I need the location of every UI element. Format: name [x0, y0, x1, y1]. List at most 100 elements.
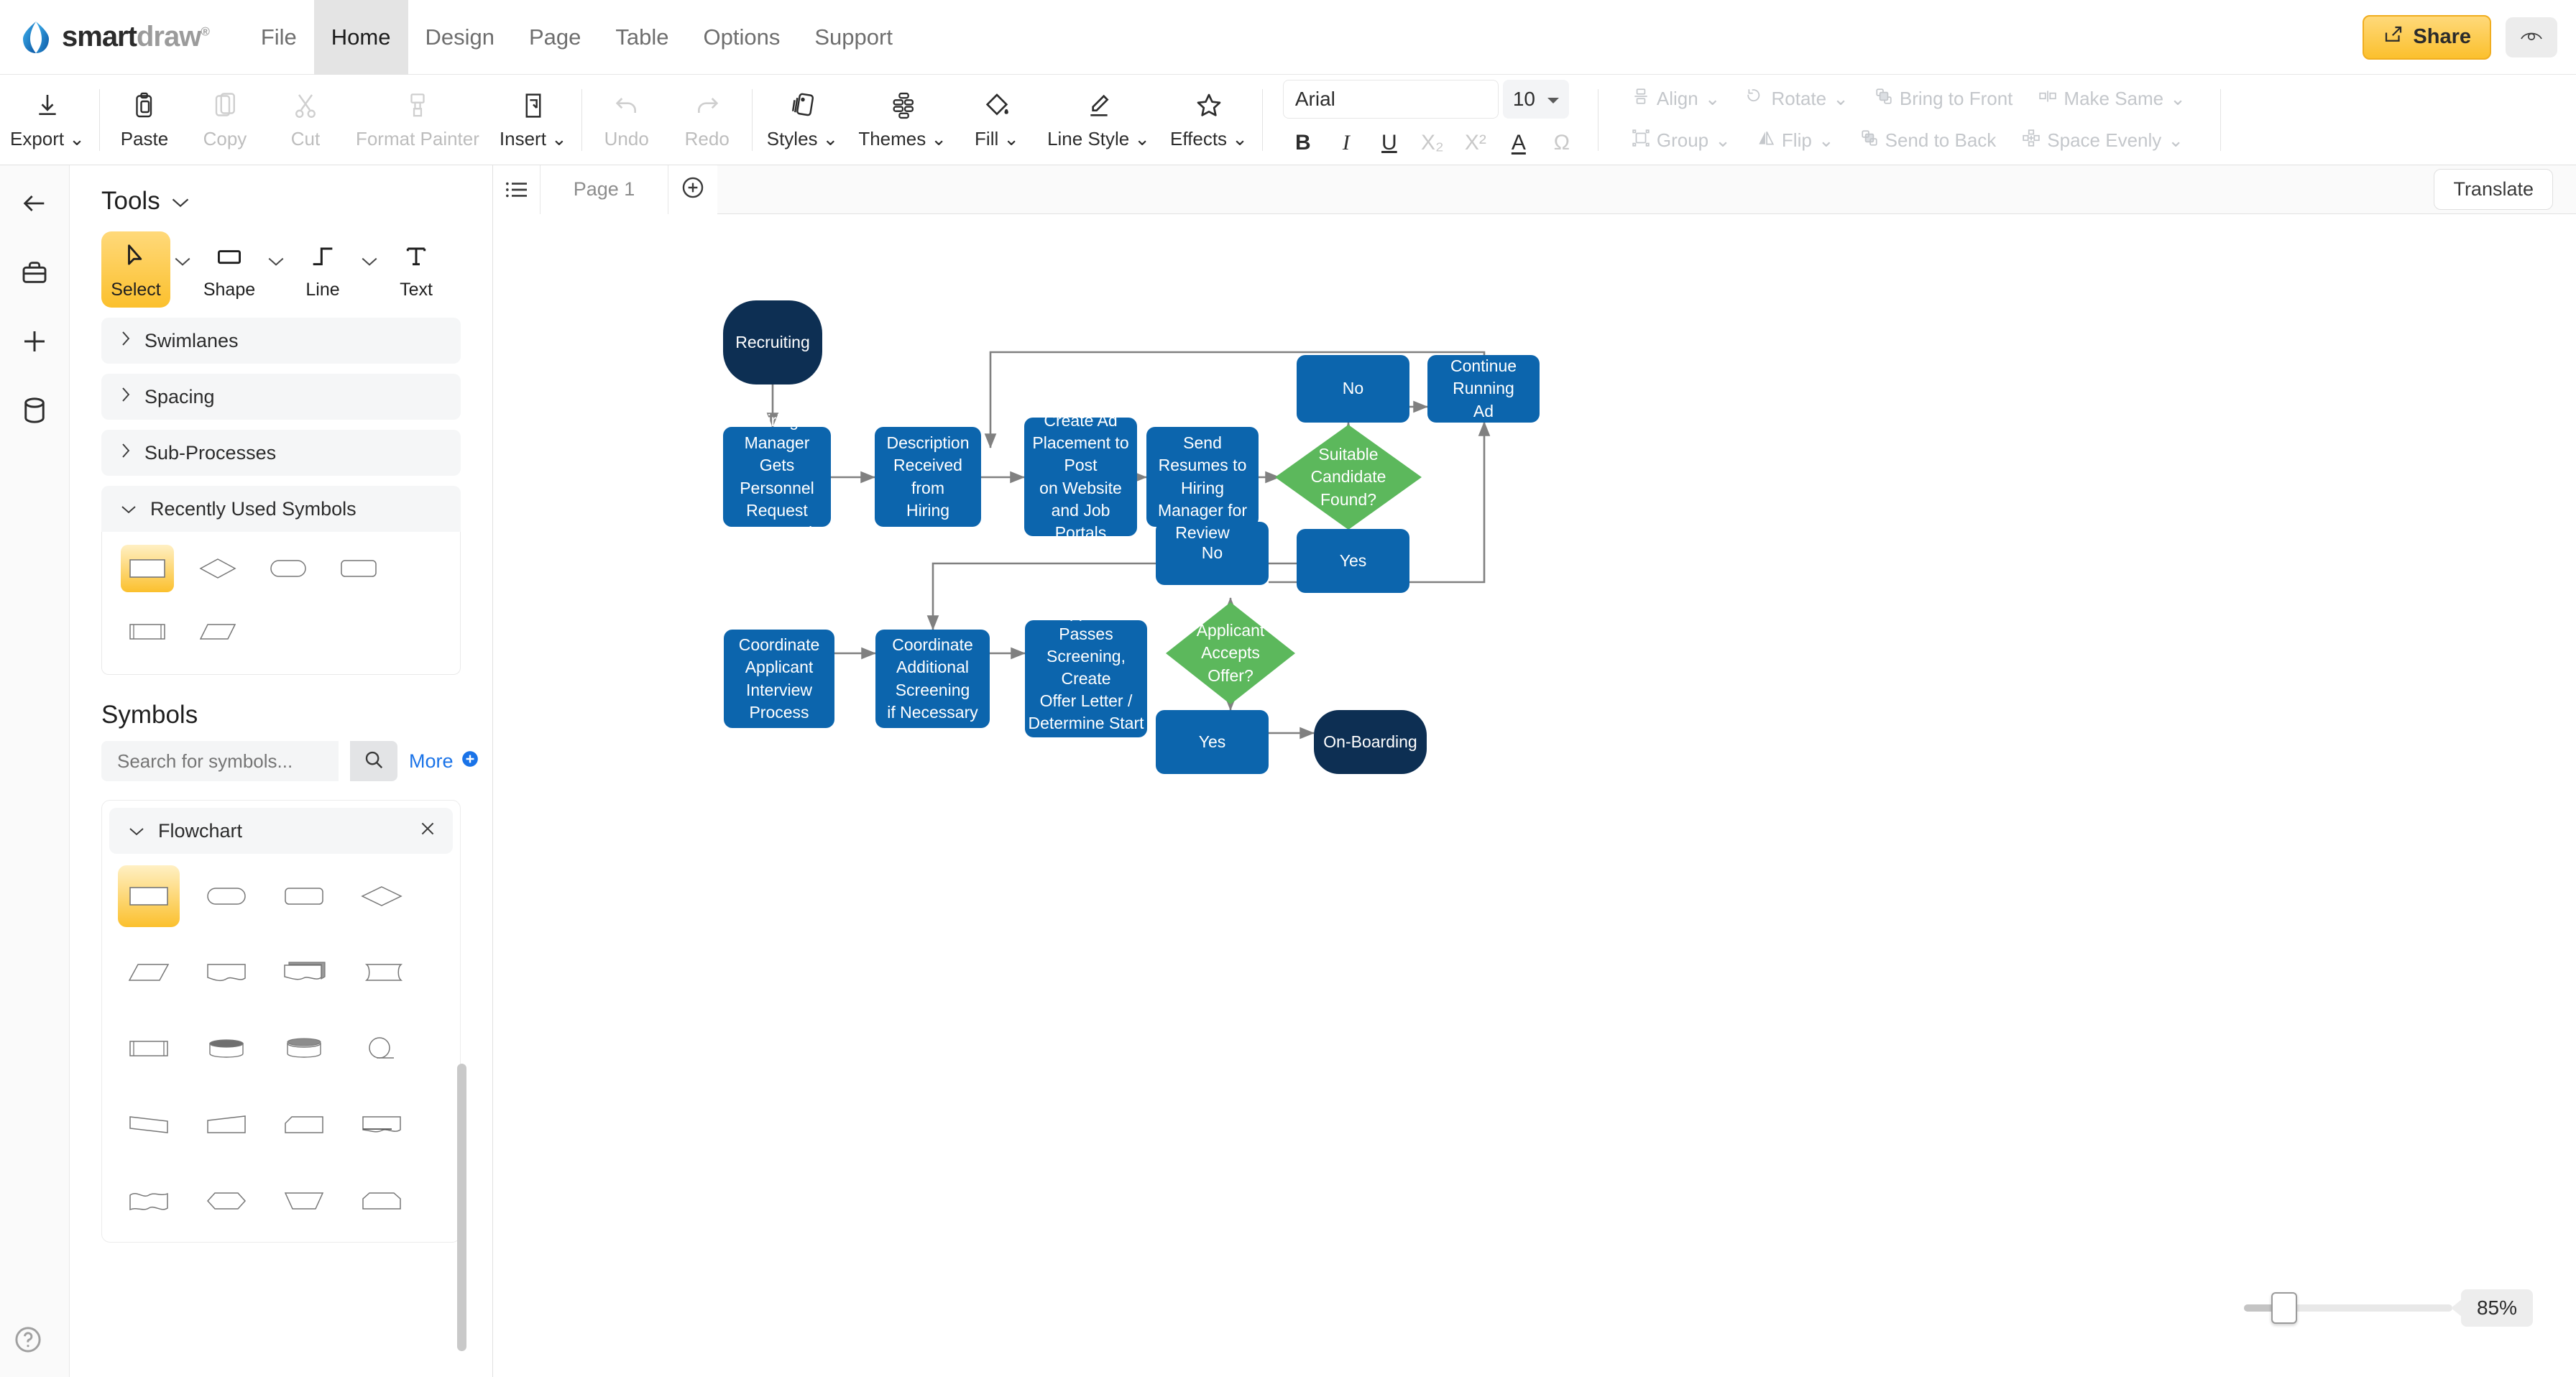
- accordion-recently-used-symbols[interactable]: Recently Used Symbols: [101, 486, 461, 532]
- tool-shape[interactable]: Shape: [195, 231, 264, 308]
- menu-item-file[interactable]: File: [260, 24, 297, 50]
- insert-button[interactable]: Insert⌄: [489, 80, 577, 160]
- send-to-back-button[interactable]: Send to Back: [1847, 124, 2010, 158]
- search-button[interactable]: [350, 741, 397, 781]
- close-x-icon[interactable]: [418, 819, 437, 843]
- symbol-insert-button[interactable]: Ω: [1553, 130, 1570, 155]
- accordion-spacing[interactable]: Spacing: [101, 374, 461, 420]
- shape-merge-bowtie-symbol[interactable]: [118, 1094, 180, 1156]
- shape-wave-symbol[interactable]: [118, 1170, 180, 1232]
- preview-button[interactable]: [2506, 17, 2557, 57]
- tools-panel-title[interactable]: Tools: [70, 165, 492, 216]
- superscript-button[interactable]: X²: [1464, 130, 1486, 155]
- menu-item-support[interactable]: Support: [814, 24, 893, 50]
- effects-button[interactable]: Effects⌄: [1160, 80, 1258, 160]
- text-color-button[interactable]: A: [1511, 130, 1526, 155]
- zoom-slider-track[interactable]: [2243, 1292, 2452, 1324]
- shape-stored-data-symbol[interactable]: [351, 941, 413, 1003]
- paste-button[interactable]: Paste: [104, 80, 185, 160]
- select-tool-chevron-down-icon[interactable]: [173, 231, 192, 271]
- shape-document-symbol[interactable]: [196, 941, 257, 1003]
- menu-item-page[interactable]: Page: [529, 24, 581, 50]
- recent-symbol-rounded-rectangle-symbol[interactable]: [332, 545, 385, 592]
- back-arrow-icon[interactable]: [12, 181, 57, 226]
- align-button[interactable]: Align ⌄: [1619, 82, 1734, 116]
- flip-button[interactable]: Flip ⌄: [1744, 124, 1847, 158]
- page-tab-1[interactable]: Page 1: [540, 165, 668, 214]
- menu-item-home[interactable]: Home: [313, 0, 408, 75]
- undo-button[interactable]: Undo: [586, 80, 667, 160]
- plus-icon[interactable]: [12, 319, 57, 364]
- recent-symbol-parallelogram-data-symbol[interactable]: [191, 608, 244, 655]
- diagram-canvas[interactable]: Recruiting Hiring Manager Gets Personnel…: [493, 214, 2576, 1377]
- panel-scrollbar[interactable]: [457, 1064, 466, 1351]
- zoom-slider-thumb[interactable]: [2271, 1292, 2297, 1324]
- shape-direct-access-storage-symbol[interactable]: [196, 1018, 257, 1079]
- shape-internal-storage-symbol[interactable]: [351, 1094, 413, 1156]
- shape-parallelogram-data-symbol[interactable]: [118, 941, 180, 1003]
- fill-button[interactable]: Fill⌄: [957, 80, 1037, 160]
- recent-symbol-process-rectangle-symbol[interactable]: [121, 545, 174, 592]
- menu-item-options[interactable]: Options: [703, 24, 781, 50]
- search-input[interactable]: [101, 741, 339, 781]
- tool-text[interactable]: Text: [382, 231, 451, 308]
- tool-line[interactable]: Line: [288, 231, 357, 308]
- more-symbols-link[interactable]: More: [409, 750, 479, 773]
- rotate-button[interactable]: Rotate ⌄: [1733, 82, 1861, 116]
- themes-button[interactable]: Themes⌄: [848, 80, 957, 160]
- recent-symbol-decision-diamond-symbol[interactable]: [191, 545, 244, 592]
- cut-button[interactable]: Cut: [265, 80, 346, 160]
- menu-item-table[interactable]: Table: [615, 24, 669, 50]
- database-icon[interactable]: [12, 388, 57, 433]
- shape-connector-circle-symbol[interactable]: [351, 1018, 413, 1079]
- redo-button[interactable]: Redo: [667, 80, 748, 160]
- menu-item-design[interactable]: Design: [425, 24, 495, 50]
- group-button[interactable]: Group ⌄: [1619, 124, 1744, 158]
- add-page-button[interactable]: [668, 165, 717, 214]
- format-painter-button[interactable]: Format Painter: [346, 80, 489, 160]
- flowchart-library-header[interactable]: Flowchart: [109, 808, 453, 854]
- smartdraw-logo[interactable]: smartdraw®: [0, 20, 210, 55]
- shape-trapezoid-slanted-symbol[interactable]: [196, 1094, 257, 1156]
- shape-card-corner-cut-symbol[interactable]: [273, 1094, 335, 1156]
- shape-magnetic-disk-symbol[interactable]: [273, 1018, 335, 1079]
- scissors-icon: [293, 89, 318, 122]
- paste-label: Paste: [120, 128, 169, 149]
- share-button[interactable]: Share: [2363, 14, 2491, 60]
- font-size-select[interactable]: 10: [1502, 79, 1569, 119]
- list-pages-icon[interactable]: [493, 165, 540, 214]
- shape-multi-document-symbol[interactable]: [273, 941, 335, 1003]
- chevron-down-icon: [120, 498, 137, 520]
- shape-offpage-connector-symbol[interactable]: [351, 1170, 413, 1232]
- shape-tool-chevron-down-icon[interactable]: [267, 231, 285, 271]
- line-style-button[interactable]: Line Style⌄: [1037, 80, 1160, 160]
- help-circle-icon[interactable]: [13, 1325, 43, 1358]
- italic-button[interactable]: I: [1342, 130, 1350, 155]
- accordion-sub-processes[interactable]: Sub-Processes: [101, 430, 461, 476]
- bring-to-front-button[interactable]: Bring to Front: [1862, 82, 2026, 116]
- recent-symbol-terminator-stadium-symbol[interactable]: [262, 545, 315, 592]
- make-same-label: Make Same: [2064, 88, 2164, 109]
- shape-terminator-stadium-symbol[interactable]: [196, 865, 257, 927]
- accordion-swimlanes[interactable]: Swimlanes: [101, 318, 461, 364]
- underline-button[interactable]: U: [1381, 130, 1397, 155]
- subscript-button[interactable]: X₂: [1421, 130, 1444, 155]
- shape-hexagon-preparation-symbol[interactable]: [196, 1170, 257, 1232]
- styles-button[interactable]: Styles⌄: [757, 80, 849, 160]
- make-same-button[interactable]: Make Same ⌄: [2025, 82, 2199, 116]
- line-tool-chevron-down-icon[interactable]: [360, 231, 379, 271]
- shape-decision-diamond-symbol[interactable]: [351, 865, 413, 927]
- translate-button[interactable]: Translate: [2434, 169, 2553, 210]
- shape-manual-operation-symbol[interactable]: [273, 1170, 335, 1232]
- shape-rounded-rectangle-symbol[interactable]: [273, 865, 335, 927]
- bold-button[interactable]: B: [1295, 130, 1311, 155]
- export-button[interactable]: Export⌄: [0, 80, 95, 160]
- space-evenly-button[interactable]: Space Evenly ⌄: [2009, 124, 2196, 158]
- font-family-input[interactable]: Arial: [1282, 79, 1499, 119]
- tool-select[interactable]: Select: [101, 231, 170, 308]
- shape-process-rectangle-symbol[interactable]: [118, 865, 180, 927]
- recent-symbol-predefined-process-symbol[interactable]: [121, 608, 174, 655]
- toolbox-icon[interactable]: [12, 250, 57, 295]
- shape-predefined-process-symbol[interactable]: [118, 1018, 180, 1079]
- copy-button[interactable]: Copy: [185, 80, 265, 160]
